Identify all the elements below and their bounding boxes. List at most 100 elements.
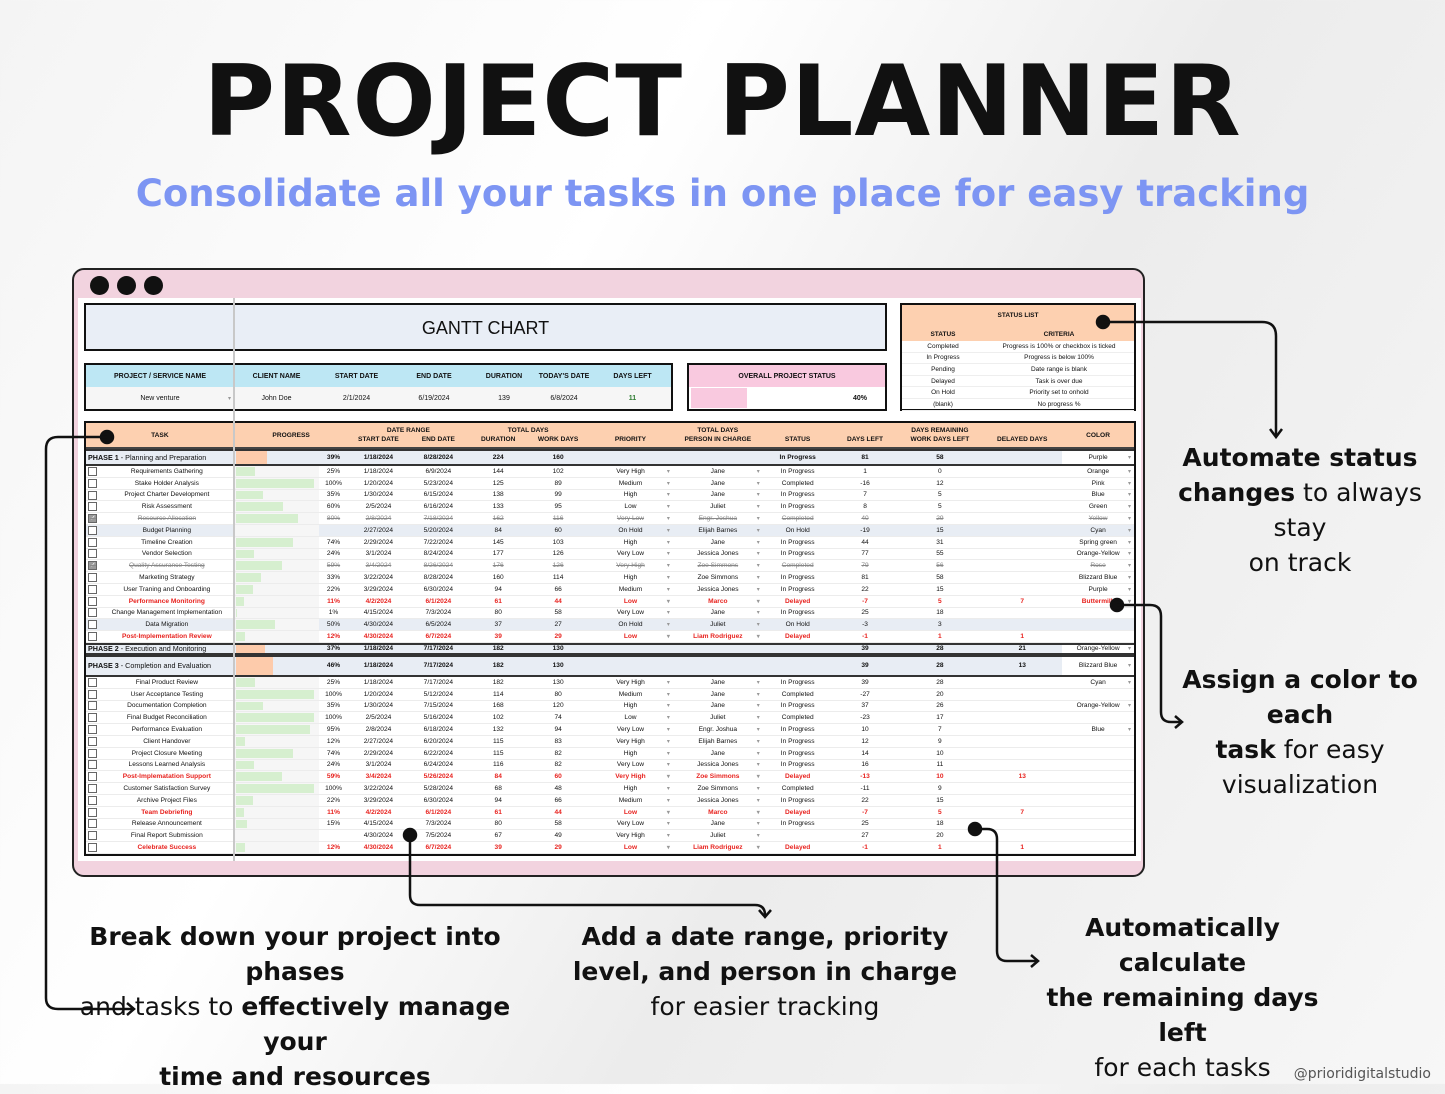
task-person-select[interactable]: Engr. Joshua [673,726,763,733]
task-color-select[interactable]: Orange [1062,468,1134,475]
task-person-select[interactable]: Juliet [673,832,763,839]
task-person-select[interactable]: Jane [673,609,763,616]
task-checkbox[interactable] [86,631,100,642]
checkmark-icon[interactable]: ✓ [88,514,98,524]
empty-checkbox-icon[interactable] [88,795,98,805]
task-priority-select[interactable]: Low [588,844,673,851]
task-checkbox[interactable] [86,712,100,723]
task-checkbox[interactable] [86,490,100,501]
empty-checkbox-icon[interactable] [88,760,98,770]
task-person-select[interactable]: Liam Rodriguez [673,633,763,640]
task-priority-select[interactable]: Very Low [588,609,673,616]
task-color-select[interactable]: Cyan [1062,679,1134,686]
empty-checkbox-icon[interactable] [88,620,98,630]
task-person-select[interactable]: Jessica Jones [673,550,763,557]
task-person-select[interactable]: Elijah Barnes [673,527,763,534]
empty-checkbox-icon[interactable] [88,701,98,711]
frozen-column-divider[interactable] [233,298,235,861]
empty-checkbox-icon[interactable] [88,784,98,794]
task-checkbox[interactable] [86,842,100,853]
empty-checkbox-icon[interactable] [88,713,98,723]
empty-checkbox-icon[interactable] [88,677,98,687]
task-person-select[interactable]: Juliet [673,714,763,721]
task-person-select[interactable]: Jane [673,702,763,709]
task-checkbox[interactable] [86,783,100,794]
task-checkbox[interactable] [86,619,100,630]
task-person-select[interactable]: Jane [673,480,763,487]
task-person-select[interactable]: Jane [673,750,763,757]
task-checkbox[interactable] [86,689,100,700]
task-priority-select[interactable]: Medium [588,797,673,804]
task-person-select[interactable]: Zoe Simmons [673,785,763,792]
phase-color-select[interactable]: Orange-Yellow [1062,644,1135,653]
task-priority-select[interactable]: Low [588,598,673,605]
window-maximize-dot[interactable] [144,276,163,295]
empty-checkbox-icon[interactable] [88,632,98,642]
task-color-select[interactable]: Blizzard Blue [1062,574,1134,581]
task-color-select[interactable]: Green [1062,503,1134,510]
task-priority-select[interactable]: Very Low [588,761,673,768]
task-color-select[interactable]: Purple [1062,586,1134,593]
task-person-select[interactable]: Jane [673,691,763,698]
task-priority-select[interactable]: Very High [588,468,673,475]
task-checkbox[interactable] [86,478,100,489]
task-priority-select[interactable]: Medium [588,691,673,698]
task-priority-select[interactable]: Very Low [588,515,673,522]
task-checkbox[interactable]: ✓ [86,513,100,524]
task-color-select[interactable]: Cyan [1062,527,1134,534]
task-checkbox[interactable] [86,748,100,759]
empty-checkbox-icon[interactable] [88,831,98,841]
task-person-select[interactable]: Engr. Joshua [673,515,763,522]
task-person-select[interactable]: Zoe Simmons [673,562,763,569]
task-checkbox[interactable] [86,759,100,770]
task-checkbox[interactable] [86,795,100,806]
window-minimize-dot[interactable] [117,276,136,295]
task-priority-select[interactable]: Low [588,503,673,510]
task-checkbox[interactable] [86,724,100,735]
task-person-select[interactable]: Marco [673,598,763,605]
empty-checkbox-icon[interactable] [88,819,98,829]
empty-checkbox-icon[interactable] [88,689,98,699]
empty-checkbox-icon[interactable] [88,596,98,606]
task-person-select[interactable]: Jane [673,679,763,686]
task-checkbox[interactable] [86,736,100,747]
task-priority-select[interactable]: On Hold [588,621,673,628]
task-color-select[interactable]: Orange-Yellow [1062,702,1134,709]
task-priority-select[interactable]: High [588,702,673,709]
task-checkbox[interactable] [86,818,100,829]
project-name-select[interactable]: New venture [86,395,234,402]
task-priority-select[interactable]: Medium [588,586,673,593]
task-checkbox[interactable] [86,700,100,711]
task-color-select[interactable]: Yellow [1062,515,1134,522]
task-priority-select[interactable]: High [588,491,673,498]
empty-checkbox-icon[interactable] [88,466,98,476]
task-checkbox[interactable] [86,807,100,818]
task-priority-select[interactable]: Low [588,714,673,721]
empty-checkbox-icon[interactable] [88,725,98,735]
task-color-select[interactable]: Rose [1062,562,1134,569]
task-checkbox[interactable]: ✓ [86,560,100,571]
task-checkbox[interactable] [86,501,100,512]
task-checkbox[interactable] [86,525,100,536]
window-close-dot[interactable] [90,276,109,295]
checkmark-icon[interactable]: ✓ [88,561,98,571]
task-priority-select[interactable]: Very High [588,738,673,745]
task-color-select[interactable]: Pink [1062,480,1134,487]
task-priority-select[interactable]: Very Low [588,726,673,733]
task-priority-select[interactable]: Low [588,809,673,816]
task-priority-select[interactable]: On Hold [588,527,673,534]
task-person-select[interactable]: Jessica Jones [673,761,763,768]
task-checkbox[interactable] [86,466,100,477]
task-person-select[interactable]: Liam Rodriguez [673,844,763,851]
task-person-select[interactable]: Juliet [673,621,763,628]
task-person-select[interactable]: Jane [673,491,763,498]
task-checkbox[interactable] [86,677,100,688]
task-person-select[interactable]: Jessica Jones [673,586,763,593]
task-priority-select[interactable]: Very Low [588,820,673,827]
task-person-select[interactable]: Jane [673,468,763,475]
task-priority-select[interactable]: Very High [588,832,673,839]
task-color-select[interactable]: Blue [1062,491,1134,498]
